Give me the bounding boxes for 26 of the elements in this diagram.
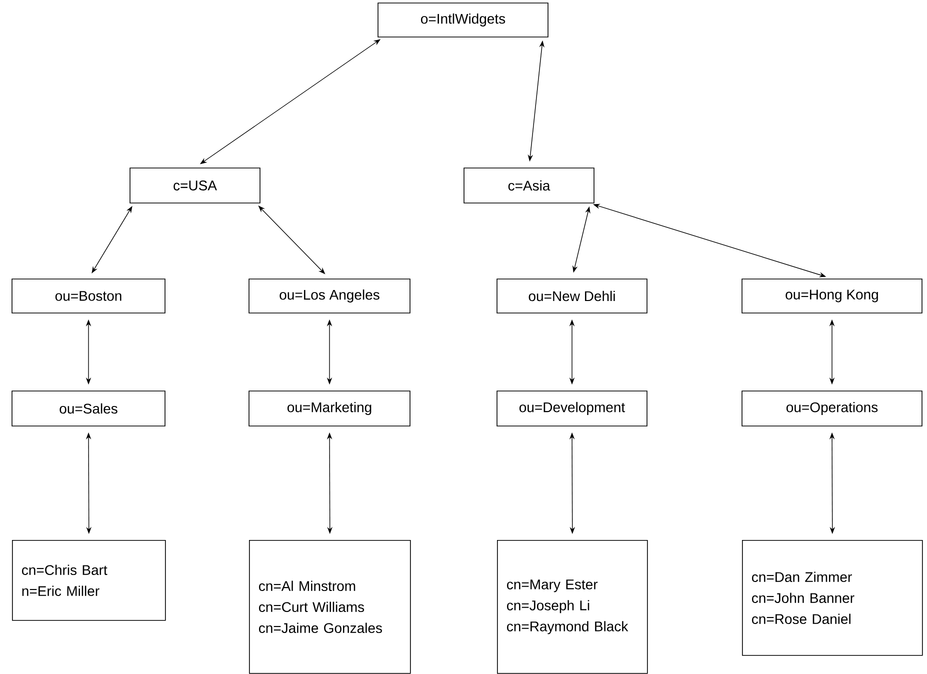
entry-list-box <box>12 540 166 621</box>
entry-list-box <box>742 540 923 656</box>
entry-text: cn=Al Minstrom <box>259 580 356 592</box>
entry-text: cn=Dan Zimmer <box>752 572 852 582</box>
entry-text: cn=Mary Ester <box>507 580 598 592</box>
entry-box: ou=Boston <box>12 278 166 314</box>
entry-text: n=Eric Miller <box>22 586 100 596</box>
entry-box: ou=Marketing <box>248 390 410 426</box>
entry-text: cn=John Banner <box>752 592 854 604</box>
entry-box: o=IntlWidgets <box>378 2 548 38</box>
entry-box: c=USA <box>130 168 260 204</box>
entry-text: cn=Joseph Li <box>507 600 590 614</box>
entry-list-box <box>249 540 411 674</box>
entry-text: cn=Jaime Gonzales <box>259 622 382 634</box>
entry-box: ou=New Dehli <box>496 278 648 314</box>
entry-box: c=Asia <box>464 168 594 204</box>
entry-text: cn=Rose Daniel <box>752 614 850 624</box>
entry-box: ou=Development <box>496 390 648 426</box>
entry-box: ou=Sales <box>12 390 166 426</box>
entry-text: cn=Raymond Black <box>507 621 628 634</box>
entry-list-box <box>497 540 648 674</box>
entry-text: cn=Chris Bart <box>22 564 108 576</box>
entry-box: ou=Los Angeles <box>248 278 410 314</box>
entry-box: ou=Operations <box>742 390 922 426</box>
entry-box: ou=Hong Kong <box>742 278 922 314</box>
entry-text: cn=Curt Williams <box>259 602 364 612</box>
